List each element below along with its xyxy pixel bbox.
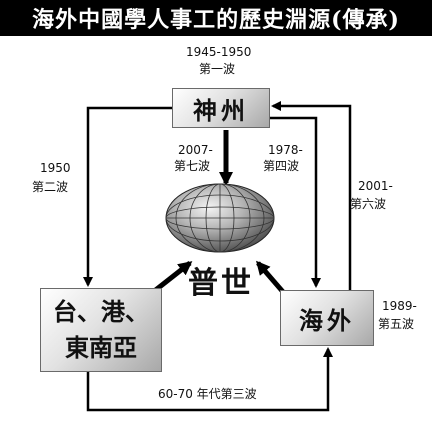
label-fourth-wave-year: 1978- [268,143,303,157]
label-sixth-wave-year: 2001- [358,179,393,193]
label-seventh-wave-year: 2007- [178,143,213,157]
label-fifth-wave: 第五波 [378,317,415,331]
label-second-wave-year: 1950 [40,161,71,175]
label-first-wave-year: 1945-1950 [186,45,252,59]
node-shenzhou: 神州 [172,88,270,128]
arrow-sixth-wave [271,101,352,290]
arrow-second-wave [83,106,172,287]
node-haiwai: 海外 [280,290,374,346]
label-pujie: 普世 [188,266,254,301]
label-seventh-wave: 第七波 [174,159,211,173]
node-tai-line1: 台、港、 [53,297,149,326]
label-sixth-wave: 第六波 [350,197,387,211]
arrow-third-wave [86,347,333,412]
node-shenzhou-label: 神州 [193,95,249,125]
label-fifth-wave-year: 1989- [382,299,417,313]
diagram-title: 海外中國學人事工的歷史淵源(傳承) [0,0,432,36]
node-tai-line2: 東南亞 [65,333,137,362]
node-tai-gang-dongnanya: 台、港、 東南亞 [40,288,162,372]
node-haiwai-label: 海外 [299,305,355,335]
label-fourth-wave: 第四波 [263,159,300,173]
label-second-wave: 第二波 [32,180,69,194]
arrow-fourth-wave [270,116,321,288]
label-third-wave: 60-70 年代第三波 [158,387,257,401]
globe-icon [165,183,275,253]
label-first-wave: 第一波 [199,62,236,76]
